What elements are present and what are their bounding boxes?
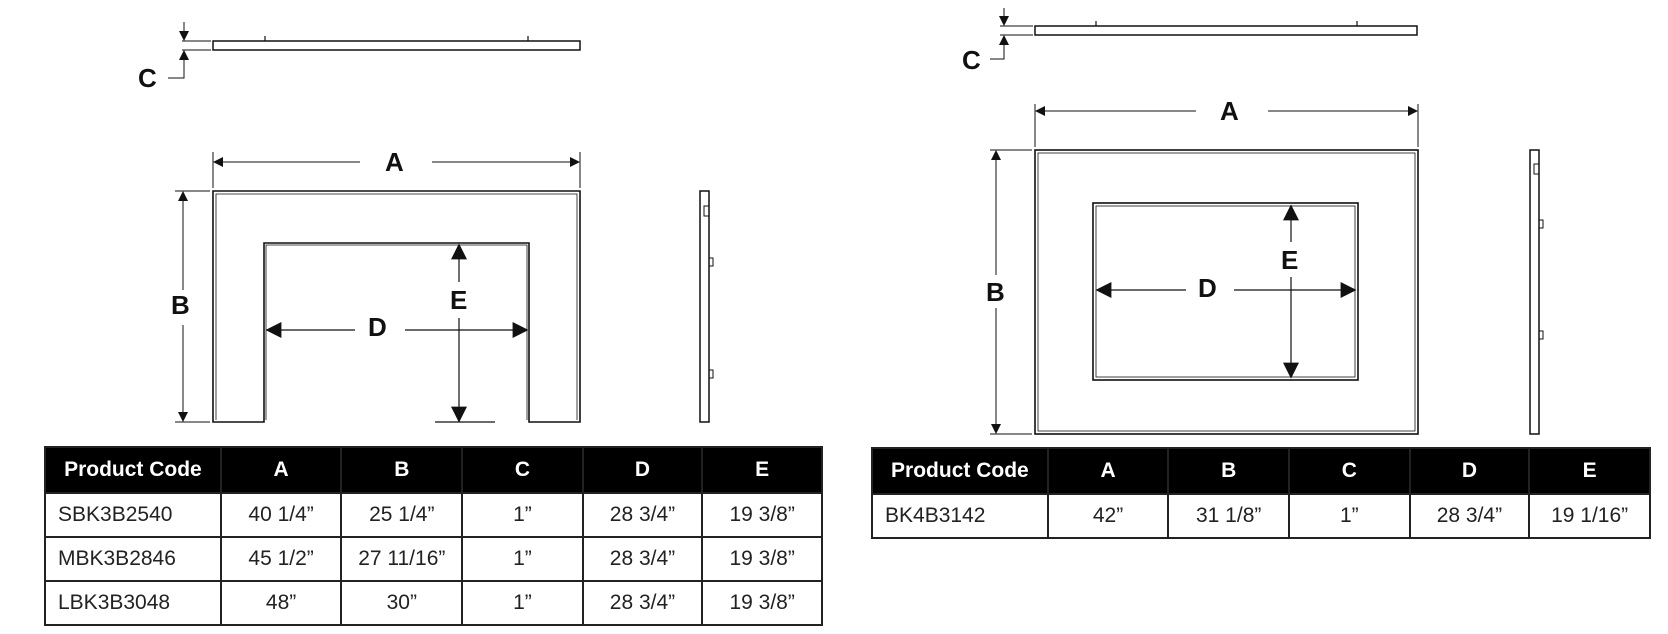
cell-d: 28 3/4” [1408, 493, 1531, 539]
right-front-view [990, 104, 1419, 435]
header-d: D [1408, 447, 1531, 495]
header-c: C [461, 446, 584, 494]
spec-table-arch: Product Code A B C D E SBK3B2540 40 1/4”… [44, 446, 823, 626]
right-label-e: E [1281, 245, 1298, 275]
left-label-e: E [450, 285, 467, 315]
cell-d: 28 3/4” [581, 492, 704, 538]
left-side-view [699, 190, 714, 423]
cell-a: 42” [1046, 493, 1170, 539]
header-e: E [701, 446, 823, 494]
cell-product-code: SBK3B2540 [44, 492, 222, 538]
left-top-view [168, 22, 581, 79]
table-row: LBK3B3048 48” 30” 1” 28 3/4” 19 3/8” [44, 580, 823, 626]
table-header-row: Product Code A B C D E [44, 446, 823, 494]
cell-product-code: MBK3B2846 [44, 536, 222, 582]
cell-d: 28 3/4” [581, 536, 704, 582]
cell-a: 48” [219, 580, 343, 626]
cell-b: 25 1/4” [340, 492, 464, 538]
cell-e: 19 1/16” [1528, 493, 1651, 539]
cell-c: 1” [461, 580, 584, 626]
right-side-view [1529, 149, 1544, 435]
header-a: A [219, 446, 343, 494]
table-row: SBK3B2540 40 1/4” 25 1/4” 1” 28 3/4” 19 … [44, 492, 823, 538]
cell-b: 31 1/8” [1167, 493, 1291, 539]
table-row: MBK3B2846 45 1/2” 27 11/16” 1” 28 3/4” 1… [44, 536, 823, 582]
right-label-a: A [1220, 96, 1239, 126]
cell-a: 45 1/2” [219, 536, 343, 582]
left-label-d: D [368, 312, 387, 342]
left-label-c: C [138, 63, 157, 93]
spec-table-rectangular: Product Code A B C D E BK4B3142 42” 31 1… [871, 447, 1651, 539]
cell-product-code: BK4B3142 [871, 493, 1049, 539]
header-product-code: Product Code [871, 447, 1049, 495]
header-a: A [1046, 447, 1170, 495]
header-d: D [581, 446, 704, 494]
cell-e: 19 3/8” [701, 536, 823, 582]
cell-product-code: LBK3B3048 [44, 580, 222, 626]
cell-e: 19 3/8” [701, 492, 823, 538]
right-label-b: B [986, 277, 1005, 307]
header-c: C [1288, 447, 1411, 495]
right-top-view [990, 8, 1418, 60]
cell-c: 1” [1288, 493, 1411, 539]
cell-e: 19 3/8” [701, 580, 823, 626]
cell-c: 1” [461, 536, 584, 582]
left-front-view [175, 152, 581, 423]
header-b: B [1167, 447, 1291, 495]
cell-b: 27 11/16” [340, 536, 464, 582]
table-header-row: Product Code A B C D E [871, 447, 1651, 495]
right-label-c: C [962, 45, 981, 75]
left-label-b: B [171, 290, 190, 320]
table-row: BK4B3142 42” 31 1/8” 1” 28 3/4” 19 1/16” [871, 493, 1651, 539]
cell-d: 28 3/4” [581, 580, 704, 626]
header-product-code: Product Code [44, 446, 222, 494]
header-e: E [1528, 447, 1651, 495]
cell-a: 40 1/4” [219, 492, 343, 538]
cell-b: 30” [340, 580, 464, 626]
left-label-a: A [385, 147, 404, 177]
cell-c: 1” [461, 492, 584, 538]
header-b: B [340, 446, 464, 494]
right-label-d: D [1198, 273, 1217, 303]
